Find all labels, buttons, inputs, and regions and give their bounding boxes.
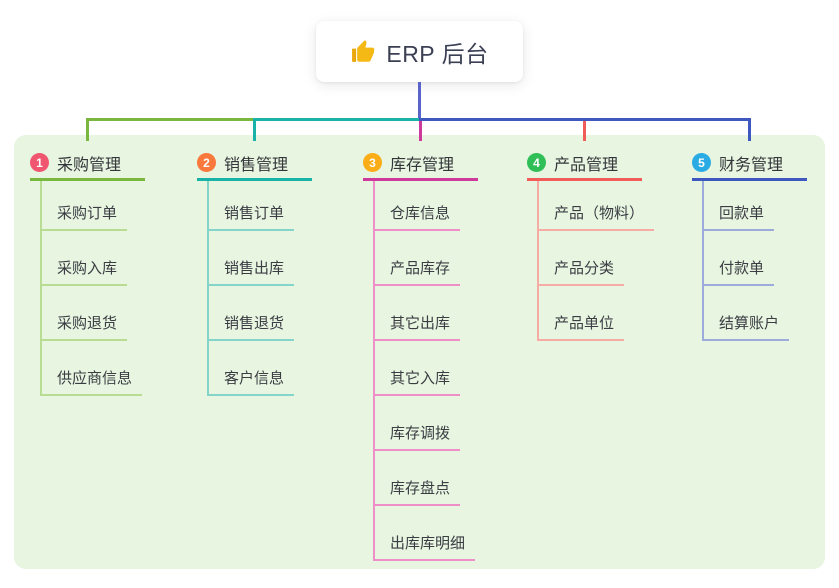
- branch-header[interactable]: 3 库存管理: [363, 147, 478, 181]
- branch-child-item[interactable]: 供应商信息: [40, 368, 143, 396]
- connector-bus-middle: [253, 118, 419, 121]
- branch-child-item[interactable]: 客户信息: [207, 368, 295, 396]
- branch-header[interactable]: 2 销售管理: [197, 147, 312, 181]
- branch-trunk-line: [207, 181, 209, 396]
- branch-child-item[interactable]: 销售退货: [207, 313, 295, 341]
- branches-panel: [14, 135, 825, 569]
- connector-branch-drop: [253, 118, 256, 141]
- branch-number-badge: 5: [692, 153, 711, 172]
- root-node[interactable]: ERP 后台: [316, 21, 523, 82]
- connector-branch-drop: [86, 118, 89, 141]
- branch-child-item[interactable]: 仓库信息: [373, 203, 461, 231]
- branch-child-item[interactable]: 采购退货: [40, 313, 128, 341]
- branch-trunk-line: [40, 181, 42, 396]
- branch-number-badge: 4: [527, 153, 546, 172]
- branch-child-item[interactable]: 产品分类: [537, 258, 625, 286]
- branch-number-badge: 1: [30, 153, 49, 172]
- branch-child-item[interactable]: 回款单: [702, 203, 775, 231]
- connector-branch-drop: [748, 118, 751, 141]
- branch-trunk-line: [537, 181, 539, 341]
- branch-header[interactable]: 1 采购管理: [30, 147, 145, 181]
- branch-child-item[interactable]: 结算账户: [702, 313, 790, 341]
- branch-child-item[interactable]: 采购入库: [40, 258, 128, 286]
- connector-bus-left: [86, 118, 253, 121]
- branch-trunk-line: [702, 181, 704, 341]
- connector-root-vertical: [418, 82, 421, 118]
- branch-label: 产品管理: [554, 156, 619, 174]
- branch-child-item[interactable]: 库存调拨: [373, 423, 461, 451]
- thumbs-up-icon: [350, 39, 376, 65]
- branch-header[interactable]: 5 财务管理: [692, 147, 807, 181]
- branch-header[interactable]: 4 产品管理: [527, 147, 642, 181]
- branch-label: 财务管理: [719, 156, 784, 174]
- branch-child-item[interactable]: 产品单位: [537, 313, 625, 341]
- branch-child-item[interactable]: 库存盘点: [373, 478, 461, 506]
- connector-branch-drop: [583, 118, 586, 141]
- branch-child-item[interactable]: 出库库明细: [373, 533, 476, 561]
- branch-child-item[interactable]: 其它出库: [373, 313, 461, 341]
- branch-child-item[interactable]: 产品（物料）: [537, 203, 655, 231]
- branch-label: 销售管理: [224, 156, 289, 174]
- connector-branch-drop: [419, 118, 422, 141]
- branch-trunk-line: [373, 181, 375, 561]
- branch-label: 采购管理: [57, 156, 122, 174]
- branch-child-item[interactable]: 付款单: [702, 258, 775, 286]
- branch-child-item[interactable]: 其它入库: [373, 368, 461, 396]
- connector-bus-right: [419, 118, 751, 121]
- branch-child-item[interactable]: 产品库存: [373, 258, 461, 286]
- branch-child-item[interactable]: 销售出库: [207, 258, 295, 286]
- branch-number-badge: 2: [197, 153, 216, 172]
- branch-child-item[interactable]: 采购订单: [40, 203, 128, 231]
- root-node-label: ERP 后台: [386, 40, 489, 67]
- branch-number-badge: 3: [363, 153, 382, 172]
- branch-label: 库存管理: [390, 156, 455, 174]
- branch-child-item[interactable]: 销售订单: [207, 203, 295, 231]
